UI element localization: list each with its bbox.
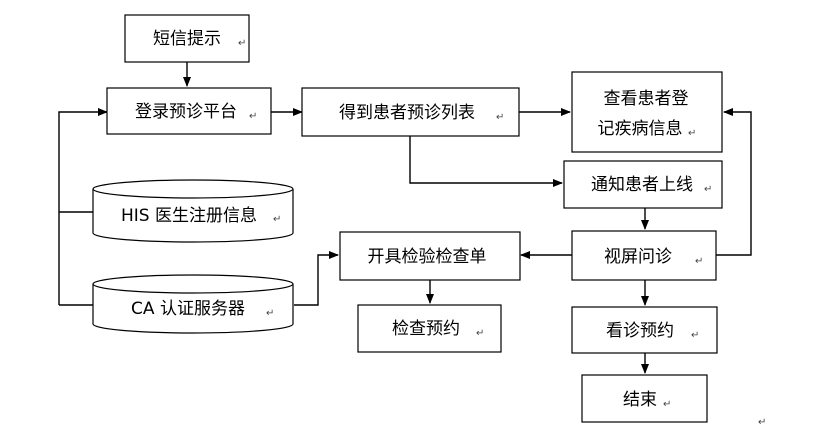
para-mark: ↵ (476, 328, 484, 339)
arrow-list-to-notify (409, 136, 563, 187)
arrow-ca-to-tests (294, 251, 339, 306)
node-followup-booking-label: 看诊预约 (606, 321, 674, 341)
para-mark-trailing: ↵ (758, 417, 766, 428)
node-end-label: 结束 (623, 390, 657, 410)
para-mark: ↵ (273, 214, 281, 225)
node-sms-prompt-label: 短信提示 (153, 29, 221, 49)
node-video-consult-label: 视屏问诊 (604, 247, 672, 267)
para-mark: ↵ (688, 128, 696, 139)
node-notify-online-label: 通知患者上线 (591, 175, 693, 195)
para-mark: ↵ (249, 111, 257, 122)
node-exam-booking-label: 检查预约 (392, 319, 460, 339)
node-followup-booking: 看诊预约 ↵ (571, 306, 718, 354)
node-issue-tests: 开具检验检查单 (339, 231, 521, 281)
node-video-consult: 视屏问诊 ↵ (571, 230, 717, 281)
para-mark: ↵ (238, 38, 246, 49)
para-mark: ↵ (704, 184, 712, 195)
para-mark: ↵ (496, 112, 504, 123)
node-login-label: 登录预诊平台 (135, 102, 237, 122)
para-mark: ↵ (695, 256, 703, 267)
node-login: 登录预诊平台 ↵ (106, 87, 272, 135)
node-sms-prompt: 短信提示 ↵ (124, 14, 250, 63)
node-notify-online: 通知患者上线 ↵ (563, 160, 723, 209)
node-view-patient-info: 查看患者登 记疾病信息 ↵ (571, 71, 723, 153)
arrow-auth-to-login (58, 108, 108, 305)
para-mark: ↵ (266, 308, 274, 319)
para-mark: ↵ (663, 399, 671, 410)
node-ca-auth-server: CA 认证服务器 ↵ (92, 274, 294, 334)
node-patient-list: 得到患者预诊列表 ↵ (301, 87, 520, 137)
connectors (58, 62, 752, 374)
para-mark: ↵ (691, 330, 699, 341)
arrow-video-to-view (716, 108, 752, 256)
node-patient-list-label: 得到患者预诊列表 (339, 103, 475, 123)
node-issue-tests-label: 开具检验检查单 (368, 247, 487, 267)
node-view-info-line1: 查看患者登 (604, 89, 689, 109)
node-view-info-line2: 记疾病信息 (598, 119, 683, 139)
node-his-db-label: HIS 医生注册信息 (121, 206, 257, 226)
node-his-register-db: HIS 医生注册信息 ↵ (92, 179, 294, 243)
node-exam-booking: 检查预约 ↵ (357, 304, 502, 353)
node-end: 结束 ↵ (581, 374, 708, 423)
node-ca-db-label: CA 认证服务器 (131, 299, 245, 319)
